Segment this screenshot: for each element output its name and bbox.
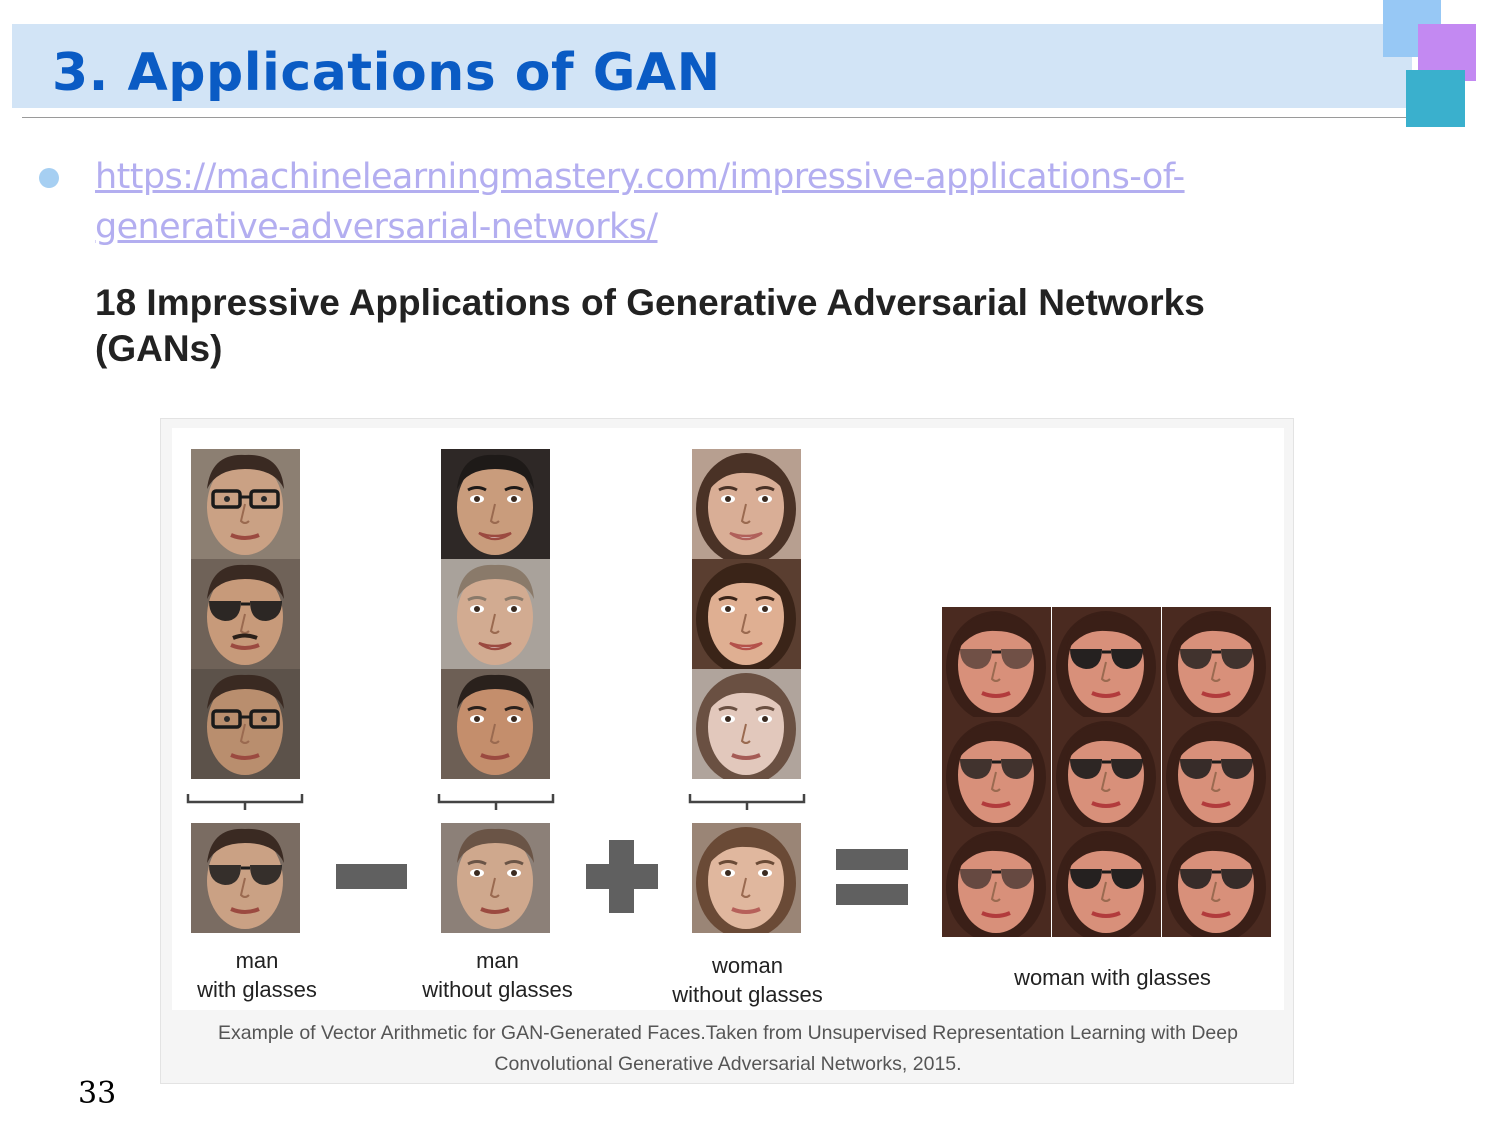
face-woman-glasses-5 xyxy=(1052,717,1161,827)
face-man-3 xyxy=(441,669,550,779)
figure-caption: Example of Vector Arithmetic for GAN-Gen… xyxy=(218,1022,1238,1075)
bracket-woman xyxy=(688,790,806,816)
face-woman-1 xyxy=(692,449,801,559)
face-man-1 xyxy=(441,449,550,559)
face-woman-glasses-4 xyxy=(942,717,1051,827)
face-woman-2 xyxy=(692,559,801,669)
face-woman-glasses-8 xyxy=(1052,827,1161,937)
label-man-with-glasses: man with glasses xyxy=(197,948,317,1002)
face-result-man xyxy=(441,823,550,933)
face-woman-glasses-6 xyxy=(1162,717,1271,827)
slide-title: 3. Applications of GAN xyxy=(52,43,721,103)
accent-square-teal xyxy=(1406,70,1465,127)
face-woman-glasses-2 xyxy=(1052,607,1161,717)
bracket-man xyxy=(437,790,555,816)
face-woman-glasses-3 xyxy=(1162,607,1271,717)
page-number: 33 xyxy=(78,1076,117,1111)
face-man-glasses-3 xyxy=(191,669,300,779)
label-man-without-glasses: man without glasses xyxy=(422,948,573,1002)
source-link[interactable]: https://machinelearningmastery.com/impre… xyxy=(95,157,1185,247)
face-result-woman xyxy=(692,823,801,933)
title-band xyxy=(12,24,1412,108)
plus-sign-vertical xyxy=(609,840,634,913)
face-woman-glasses-9 xyxy=(1162,827,1271,937)
bullet-dot xyxy=(39,168,59,188)
title-divider xyxy=(22,117,1432,118)
face-woman-3 xyxy=(692,669,801,779)
face-result-man-glasses xyxy=(191,823,300,933)
bracket-man-glasses xyxy=(186,790,304,816)
face-man-glasses-2 xyxy=(191,559,300,669)
face-woman-glasses-1 xyxy=(942,607,1051,717)
face-man-2 xyxy=(441,559,550,669)
equals-sign-top xyxy=(836,849,908,870)
label-woman-with-glasses: woman with glasses xyxy=(1014,965,1211,990)
face-man-glasses-1 xyxy=(191,449,300,559)
equals-sign-bottom xyxy=(836,884,908,905)
article-title: 18 Impressive Applications of Generative… xyxy=(95,282,1205,369)
minus-sign xyxy=(336,864,407,889)
label-woman-without-glasses: woman without glasses xyxy=(672,953,823,1007)
face-woman-glasses-7 xyxy=(942,827,1051,937)
